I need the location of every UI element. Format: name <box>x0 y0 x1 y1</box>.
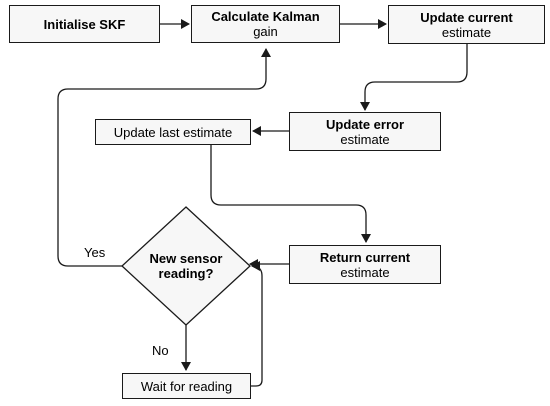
arrow-current-to-error <box>360 44 468 111</box>
decision-diamond <box>121 206 251 326</box>
node-update-current-estimate: Update current estimate <box>388 5 545 44</box>
decision-label-line1: New sensor <box>149 251 223 266</box>
node-kalman-gain-line2: gain <box>253 24 278 39</box>
arrow-wait-loop <box>251 261 263 387</box>
arrow-yes-loop <box>57 48 271 267</box>
edge-label-no: No <box>152 343 169 358</box>
node-return-current-estimate: Return current estimate <box>289 245 441 284</box>
arrow-last-to-return <box>210 145 371 243</box>
node-update-current-line1: Update current <box>420 9 513 25</box>
node-update-error-line2: estimate <box>340 131 390 147</box>
node-wait-for-reading: Wait for reading <box>122 373 251 399</box>
node-return-current-line1: Return current <box>319 249 411 265</box>
node-initialise-skf-label: Initialise SKF <box>43 16 126 32</box>
node-update-error-estimate: Update error estimate <box>289 112 441 151</box>
node-wait-label: Wait for reading <box>140 378 233 394</box>
node-return-current-line2: estimate <box>340 264 390 280</box>
decision-label: New sensor reading? <box>126 251 246 281</box>
edge-label-yes: Yes <box>84 245 106 260</box>
node-update-last-label: Update last estimate <box>113 124 233 140</box>
node-update-error-line1: Update error <box>325 116 405 132</box>
decision-label-line2: reading? <box>158 266 214 281</box>
node-kalman-gain-line1: Calculate Kalman <box>211 9 320 24</box>
node-calculate-kalman-gain: Calculate Kalman gain <box>191 5 340 43</box>
node-initialise-skf: Initialise SKF <box>9 5 160 43</box>
node-update-last-estimate: Update last estimate <box>95 119 251 145</box>
node-update-current-line2: estimate <box>441 24 492 40</box>
